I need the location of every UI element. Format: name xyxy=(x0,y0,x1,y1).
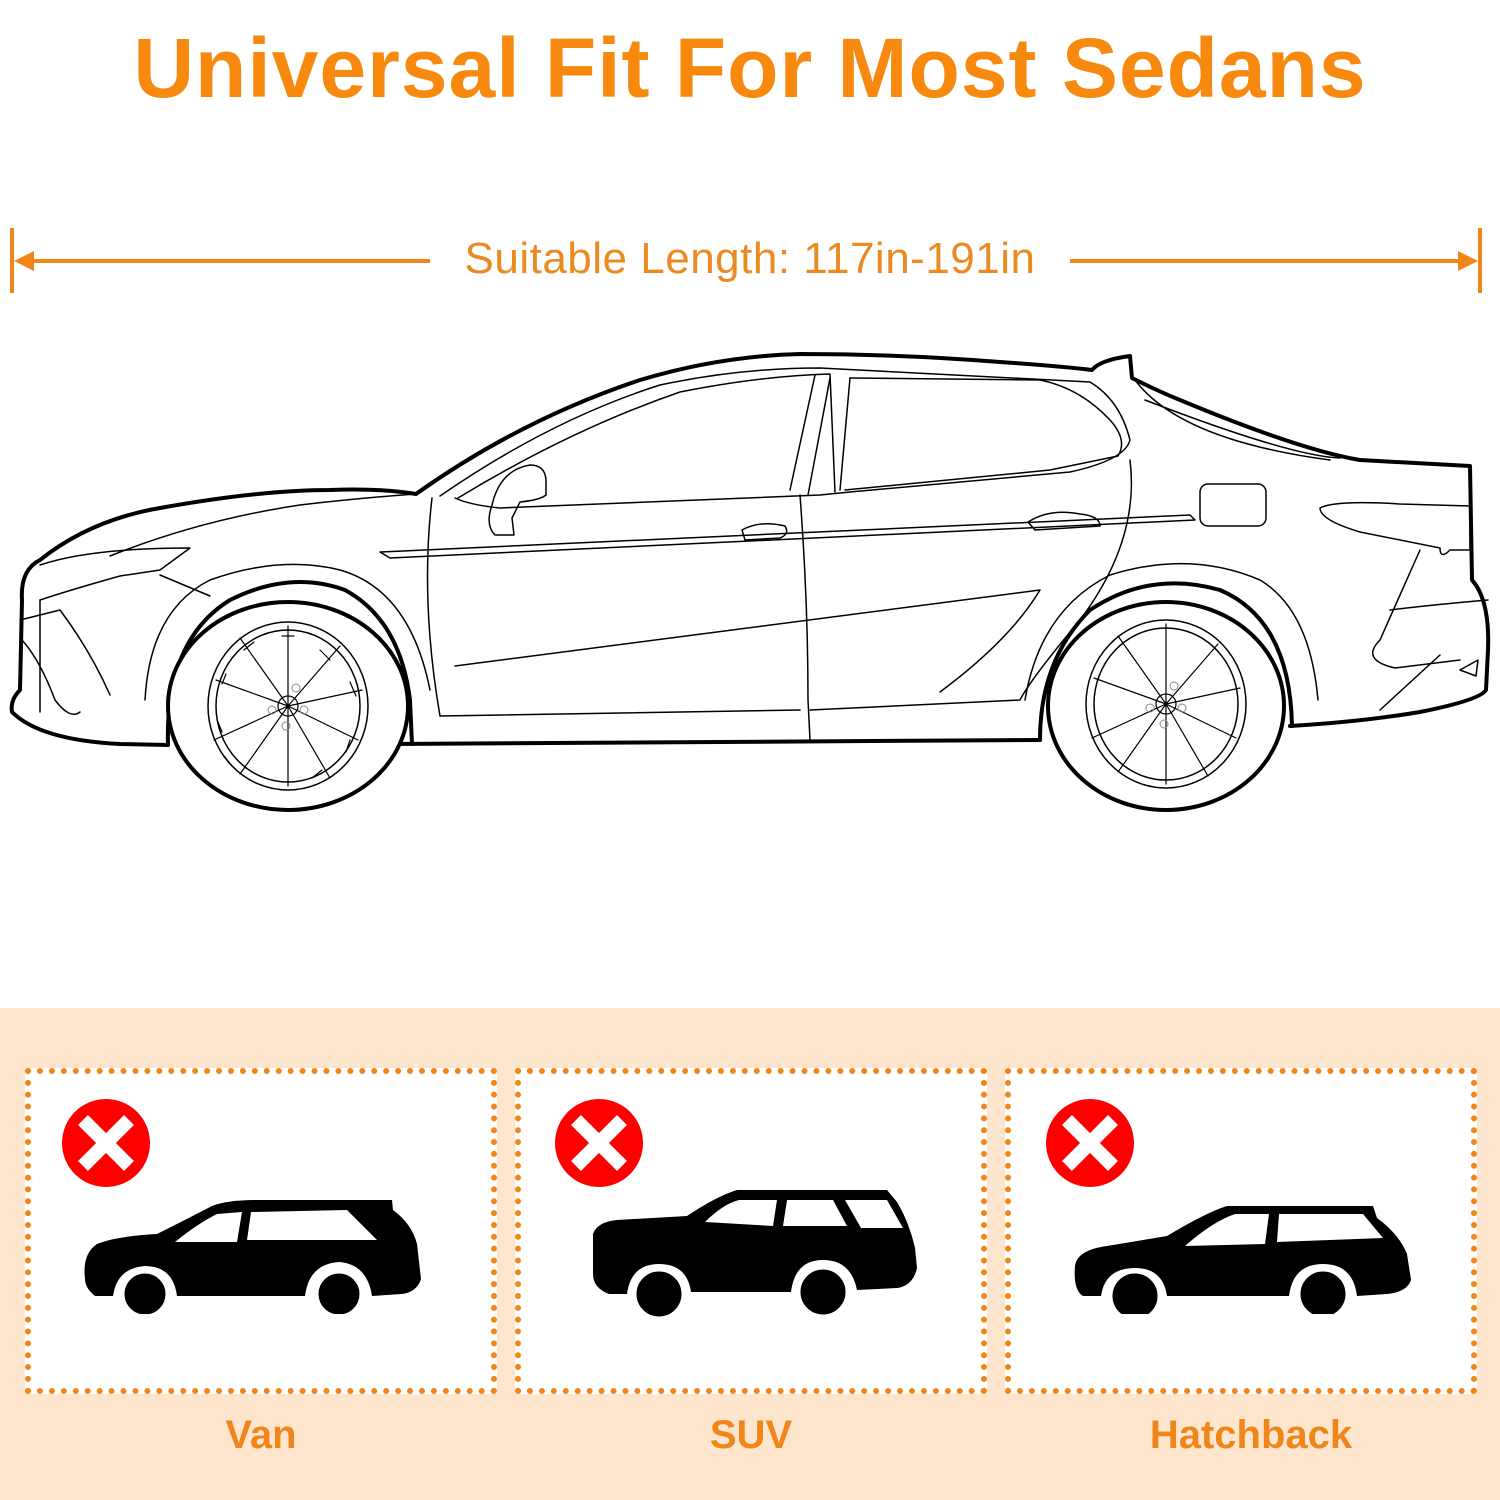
suv-silhouette-icon xyxy=(593,1190,917,1318)
front-wheel xyxy=(166,600,410,812)
red-x-icon xyxy=(1046,1099,1134,1187)
vehicle-card-suv xyxy=(515,1068,987,1394)
arrow-left-icon xyxy=(14,251,34,271)
vehicle-card-hatchback xyxy=(1005,1068,1477,1394)
vehicle-label-van: Van xyxy=(225,1413,297,1457)
red-x-icon xyxy=(62,1099,150,1187)
page-title: Universal Fit For Most Sedans xyxy=(133,21,1367,115)
length-label: Suitable Length: 117in-191in xyxy=(430,234,1070,284)
van-silhouette-icon xyxy=(84,1200,421,1314)
vehicle-label-hatchback: Hatchback xyxy=(1149,1413,1353,1457)
vehicle-card-van xyxy=(25,1068,497,1394)
hatchback-silhouette-icon xyxy=(1074,1206,1411,1314)
sedan-line-drawing-icon xyxy=(9,352,1491,812)
length-dimension-arrow xyxy=(10,228,1482,293)
arrow-right-icon xyxy=(1458,251,1478,271)
red-x-icon xyxy=(555,1099,643,1187)
rear-wheel xyxy=(1046,600,1286,812)
vehicle-label-suv: SUV xyxy=(709,1413,793,1457)
